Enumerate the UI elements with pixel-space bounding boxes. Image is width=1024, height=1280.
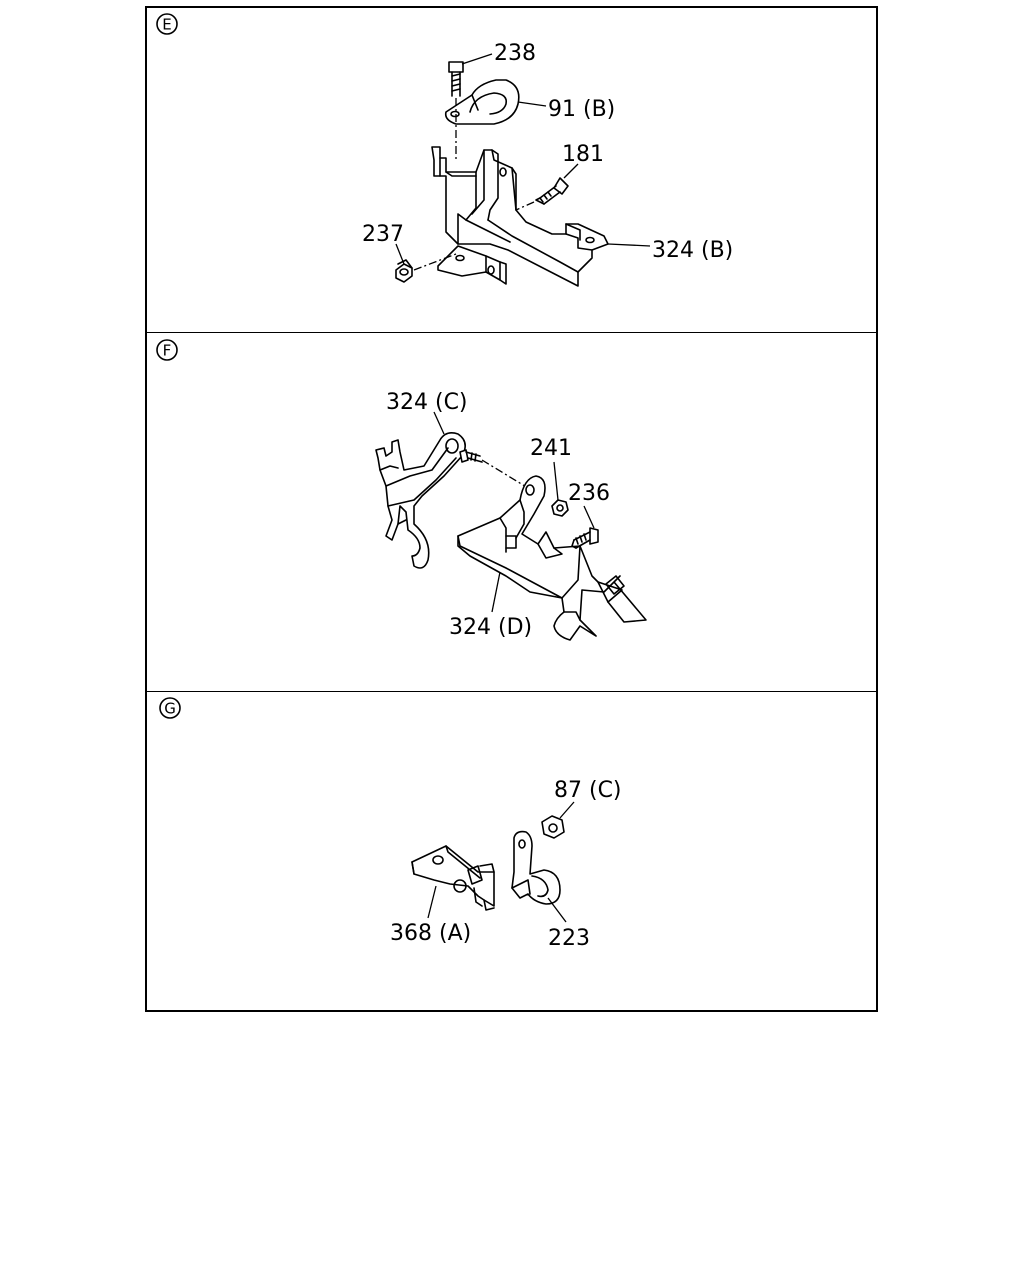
leader-223 [547,897,567,923]
diagram-frame [145,6,878,1012]
callout-368a: 368 (A) [390,921,471,946]
section-f: F [156,339,647,641]
bolt-236 [571,527,599,549]
callout-181: 181 [562,142,604,167]
section-badge-e-letter: E [162,16,171,34]
leader-324b [607,243,651,247]
leader-324d [491,571,501,613]
leader-91b [517,101,547,107]
section-g: G 87 (C) 368 [159,697,622,951]
clamp-223 [511,830,561,905]
assembly-line [515,201,535,211]
section-badge-g-letter: G [164,700,176,718]
assembly-line [413,253,457,271]
leader-238 [461,53,493,65]
leader-324c [433,411,445,435]
section-badge-f-letter: F [163,342,172,360]
section-divider [145,332,878,333]
callout-236: 236 [568,481,610,506]
bracket-324c [375,432,466,569]
clamp-91b [444,79,520,125]
bracket-324b [431,146,609,287]
section-badge-e: E [156,13,178,35]
bolt-324c [459,449,483,463]
leader-368a [427,885,437,919]
callout-324b: 324 (B) [652,238,733,263]
bolt-181 [535,177,569,205]
section-e: E [156,13,733,287]
leader-241 [553,461,559,501]
callout-91b: 91 (B) [548,97,615,122]
nut-237 [395,259,413,283]
leader-236 [583,505,595,529]
section-badge-f: F [156,339,178,361]
callout-87c: 87 (C) [554,778,622,803]
bracket-324d [457,475,647,641]
callout-237: 237 [362,222,404,247]
assembly-line [481,459,529,489]
leader-237 [395,243,405,265]
section-badge-g: G [159,697,181,719]
bolt-238 [448,61,464,97]
nut-87c [541,815,565,839]
callout-324d: 324 (D) [449,615,532,640]
nut-241 [551,499,569,517]
leader-87c [559,801,575,819]
callout-241: 241 [530,436,572,461]
callout-223: 223 [548,926,590,951]
callout-324c: 324 (C) [386,390,468,415]
callout-238: 238 [494,41,536,66]
bracket-368a [411,845,495,911]
section-divider [145,691,878,692]
leader-181 [563,163,579,179]
